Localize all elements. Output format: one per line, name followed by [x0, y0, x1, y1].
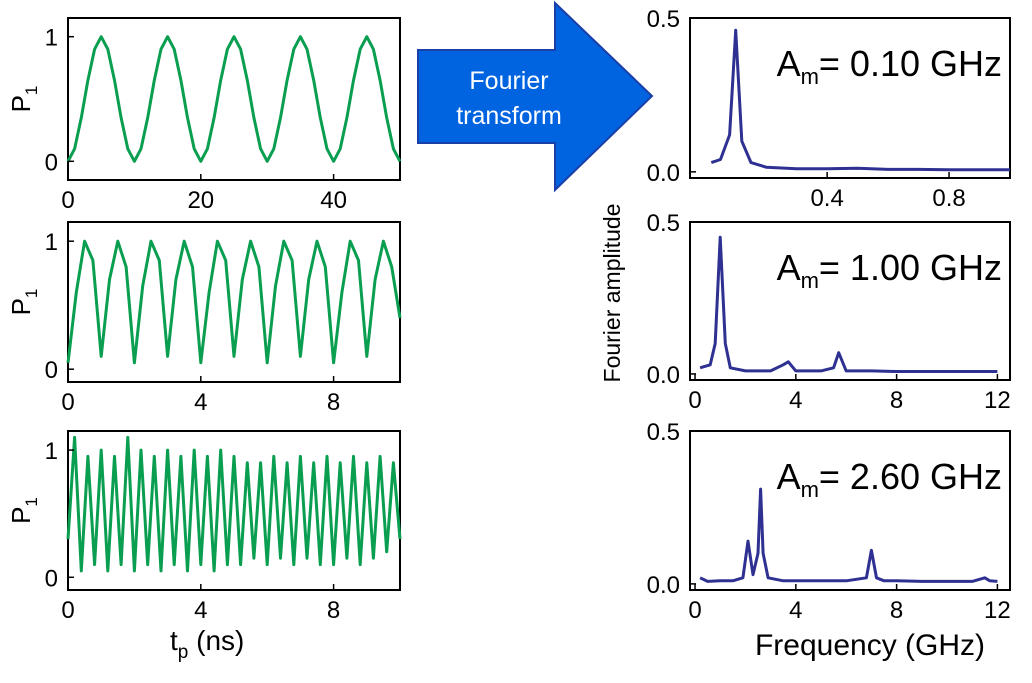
time-1-panel: 0 20 40 0 1P1	[6, 17, 402, 214]
time-2-frame	[67, 221, 401, 383]
time-2-panel: 0 4 8 0 1P1	[6, 221, 402, 416]
spec-3-panel: 0 4 8 12 0.0 0.5Am= 2.60 GHz	[647, 419, 1011, 624]
x-tick-label: 0.8	[932, 185, 965, 212]
x-tick-label: 0.4	[810, 185, 843, 212]
amplitude-annotation: Am= 0.10 GHz	[777, 43, 1002, 89]
left-x-axis-label: tp (ns)	[170, 625, 244, 663]
x-tick-label: 0	[688, 597, 701, 624]
x-tick-label: 0	[688, 387, 701, 414]
x-tick-label: 4	[194, 597, 207, 624]
arrow-label-line2: transform	[456, 102, 562, 130]
x-tick-label: 8	[327, 389, 340, 416]
x-tick-label: 4	[789, 597, 802, 624]
time-1-series-line	[66, 35, 402, 163]
spec-2-frame	[689, 221, 1011, 381]
arrow-label-line1: Fourier	[469, 67, 548, 95]
left-y-axis-label: P1	[6, 497, 41, 524]
x-tick-label: 8	[890, 387, 903, 414]
y-tick-label: 1	[45, 438, 58, 465]
y-tick-label: 0.0	[647, 362, 680, 389]
spec-1-frame	[689, 17, 1011, 179]
time-3-series-line	[66, 435, 402, 573]
left-y-axis-label: P1	[6, 289, 41, 316]
spec-2-panel: 0 4 8 12 0.0 0.5Am= 1.00 GHz	[647, 210, 1011, 414]
spec-1-series-line	[710, 28, 1010, 172]
time-1-frame	[67, 17, 401, 181]
amplitude-annotation: Am= 1.00 GHz	[777, 247, 1002, 293]
time-2-series-line	[66, 239, 402, 365]
x-tick-label: 0	[61, 389, 74, 416]
spec-3-frame	[689, 430, 1011, 591]
fourier-arrow: Fourier transform	[417, 0, 654, 193]
y-tick-label: 0	[45, 357, 58, 384]
x-tick-label: 12	[984, 597, 1011, 624]
left-y-axis-label: P1	[6, 86, 41, 113]
time-3-frame	[67, 430, 401, 591]
x-tick-label: 4	[789, 387, 802, 414]
x-tick-label: 4	[194, 389, 207, 416]
y-tick-label: 0.5	[647, 210, 680, 237]
y-tick-label: 1	[45, 25, 58, 52]
y-tick-label: 0.0	[647, 160, 680, 187]
time-3-panel: 0 4 8 0 1P1	[6, 430, 402, 624]
y-tick-label: 0.5	[647, 419, 680, 446]
x-tick-label: 40	[320, 187, 347, 214]
x-tick-label: 20	[187, 187, 214, 214]
spec-2-series-line	[699, 235, 998, 373]
y-tick-label: 0.5	[647, 6, 680, 33]
y-tick-label: 1	[45, 229, 58, 256]
right-y-axis-label: Fourier amplitude	[599, 204, 625, 383]
x-tick-label: 8	[890, 597, 903, 624]
x-tick-label: 12	[984, 387, 1011, 414]
x-tick-label: 8	[327, 597, 340, 624]
spec-1-panel: 0.4 0.8 0.0 0.5Am= 0.10 GHz	[647, 6, 1011, 212]
x-tick-label: 0	[61, 187, 74, 214]
y-tick-label: 0	[45, 149, 58, 176]
y-tick-label: 0.0	[647, 572, 680, 599]
x-tick-label: 0	[61, 597, 74, 624]
y-tick-label: 0	[45, 565, 58, 592]
spec-3-series-line	[699, 487, 998, 583]
amplitude-annotation: Am= 2.60 GHz	[777, 456, 1002, 502]
right-x-axis-label: Frequency (GHz)	[755, 629, 985, 662]
